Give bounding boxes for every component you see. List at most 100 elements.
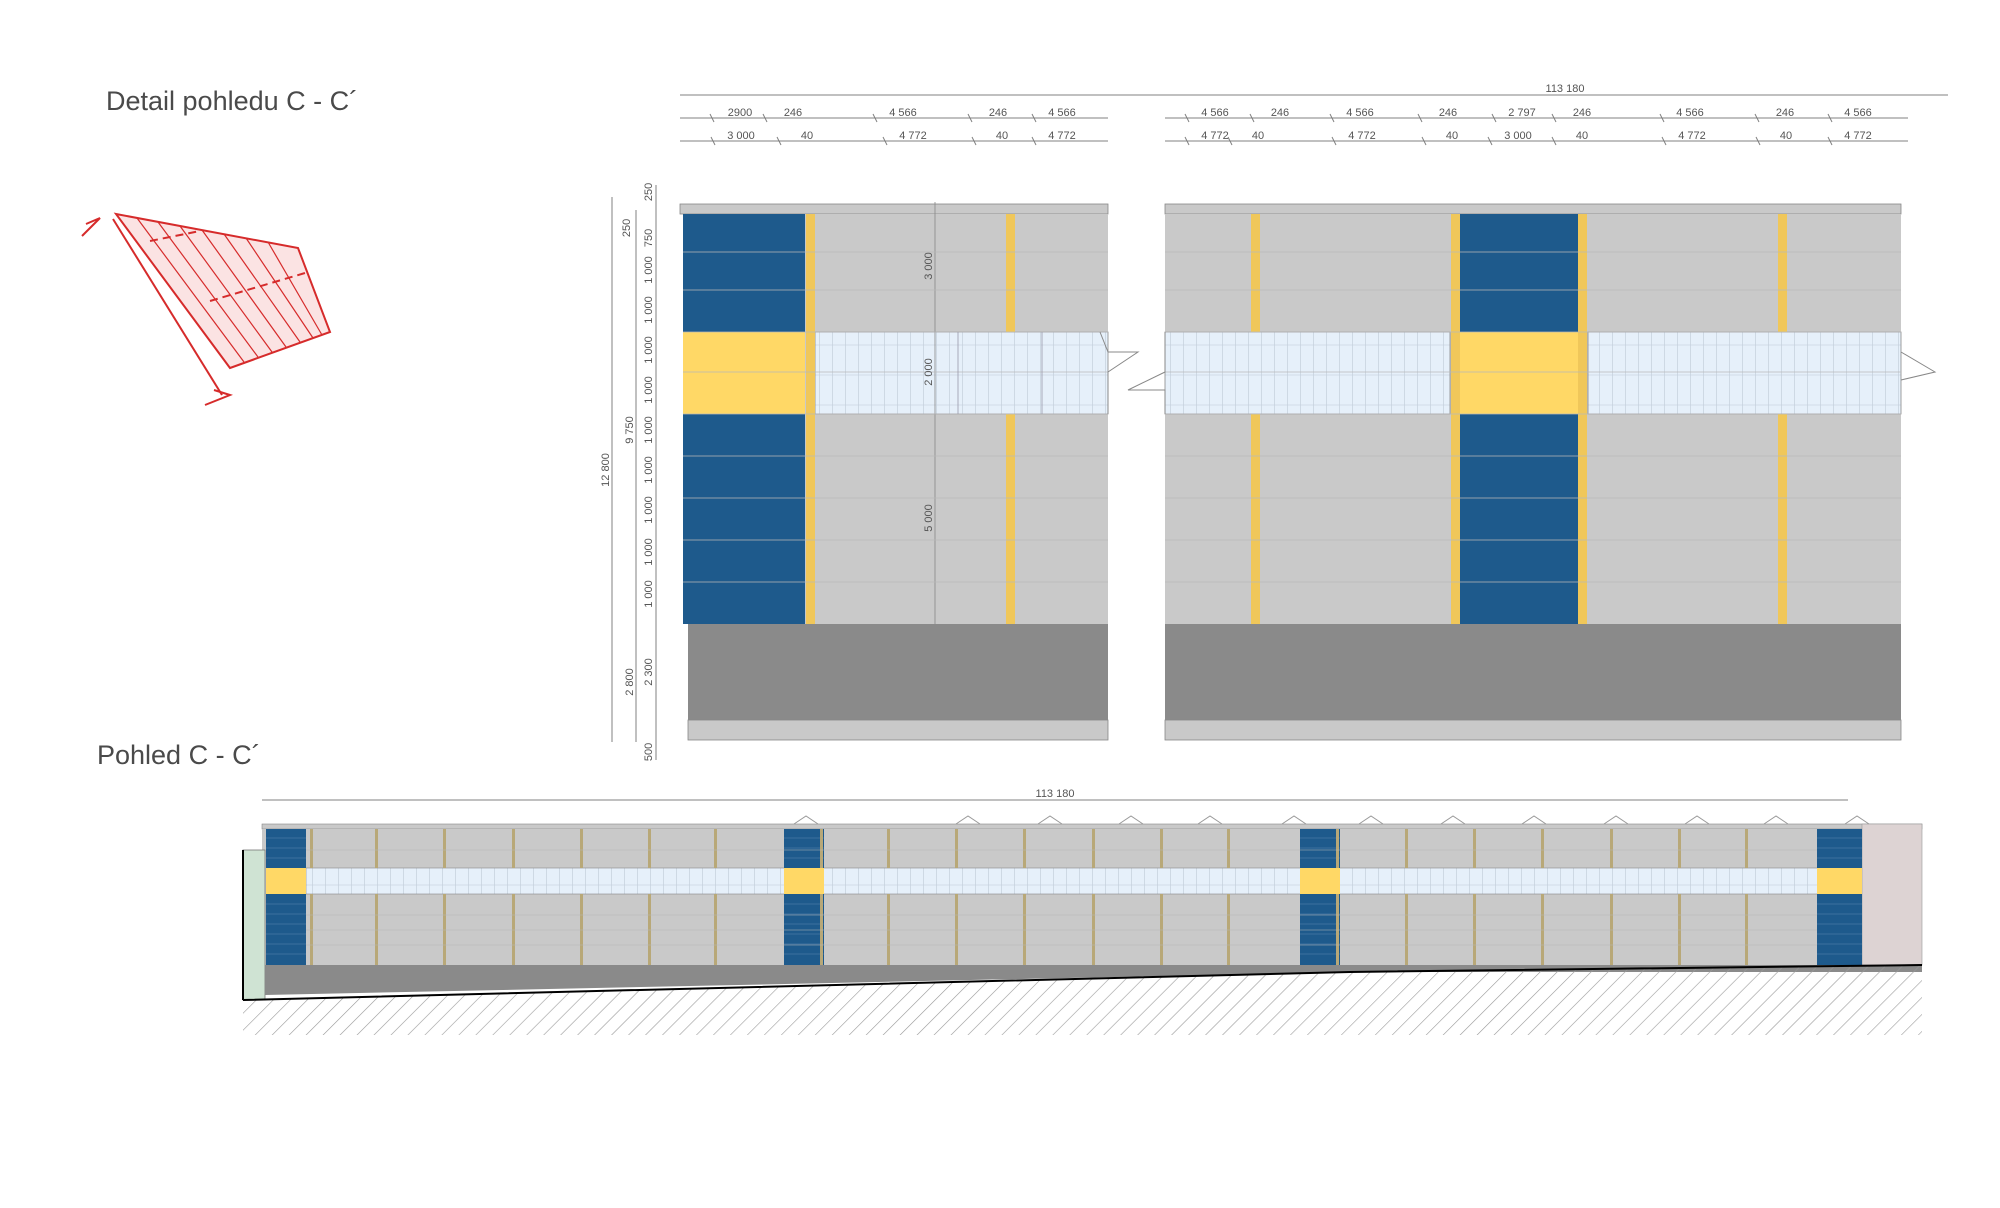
plinth-base <box>1164 719 1902 741</box>
dim-label: 2900 <box>728 107 752 119</box>
skylight <box>1440 815 1466 825</box>
column <box>443 829 446 868</box>
column <box>887 829 890 868</box>
roof-edge <box>1164 203 1902 215</box>
dim-total-height: 12 800 <box>600 453 612 487</box>
dim-label: 3 000 <box>1504 130 1532 142</box>
dim-label: 4 566 <box>1201 107 1229 119</box>
ground-line <box>242 964 1923 1001</box>
key-plan <box>81 212 332 406</box>
column <box>1023 894 1026 965</box>
dim-label: 1 000 <box>643 256 655 284</box>
window-strip <box>1587 331 1902 415</box>
column <box>1092 829 1095 868</box>
dim-label: 4 566 <box>889 107 917 119</box>
dim-label: 250 <box>643 183 655 201</box>
roof-edge <box>261 823 1923 830</box>
dim-label: 4 772 <box>1844 130 1872 142</box>
dim-label: 2 797 <box>1508 107 1536 119</box>
dim-label: 40 <box>801 130 813 142</box>
dim-label: 4 772 <box>1348 130 1376 142</box>
yellow-column <box>1578 214 1587 624</box>
plinth <box>265 965 1922 995</box>
column <box>1745 829 1748 868</box>
dim-label: 1 000 <box>643 538 655 566</box>
column <box>1336 894 1339 965</box>
dim-label: 246 <box>1776 107 1794 119</box>
window-strip <box>305 867 1851 895</box>
column <box>512 894 515 965</box>
dim-inner: 3 000 <box>923 252 935 280</box>
stair-core-blue <box>1300 894 1340 965</box>
key-plan-outline <box>113 212 332 370</box>
detail-left-dims <box>611 185 657 760</box>
column <box>580 894 583 965</box>
yellow-column <box>1778 414 1787 624</box>
dim-label: 4 772 <box>1678 130 1706 142</box>
column <box>714 894 717 965</box>
column <box>1610 894 1613 965</box>
dim-label: 250 <box>621 219 633 237</box>
dim-label: 246 <box>1271 107 1289 119</box>
break-mark <box>1900 351 1937 381</box>
column <box>1405 894 1408 965</box>
dim-label: 1 000 <box>643 336 655 364</box>
dim-upper-height: 9 750 <box>624 416 636 444</box>
column <box>1678 829 1681 868</box>
dim-label: 40 <box>996 130 1008 142</box>
column <box>955 829 958 868</box>
dim-label: 4 566 <box>1048 107 1076 119</box>
yellow-column <box>1778 214 1787 332</box>
column <box>1092 894 1095 965</box>
dim-label: 4 566 <box>1346 107 1374 119</box>
dim-label: 1 000 <box>643 376 655 404</box>
column <box>820 894 823 965</box>
skylight <box>1037 815 1063 825</box>
break-mark <box>1099 331 1140 414</box>
entrance-block <box>242 849 266 1001</box>
dim-label: 246 <box>1573 107 1591 119</box>
cladding-blue <box>683 214 805 332</box>
dim-label: 246 <box>784 107 802 119</box>
stair-core-yellow <box>1817 868 1862 894</box>
break-mark <box>1127 332 1166 414</box>
dim-label: 750 <box>643 229 655 247</box>
skylight <box>793 815 819 825</box>
dim-label: 1 000 <box>643 416 655 444</box>
arrow-icon <box>81 217 101 237</box>
column <box>1678 894 1681 965</box>
dim-label: 4 772 <box>899 130 927 142</box>
detail-top-dims <box>680 94 1948 142</box>
detail-overall-dim: 113 180 <box>1546 83 1585 95</box>
column <box>1023 829 1026 868</box>
dim-label: 4 566 <box>1844 107 1872 119</box>
skylight <box>1844 815 1870 825</box>
dim-label: 40 <box>1576 130 1588 142</box>
stair-core-blue <box>266 829 306 868</box>
column <box>1610 829 1613 868</box>
column <box>375 894 378 965</box>
dim-plinth-height: 2 800 <box>624 668 636 696</box>
elevation-skylights <box>793 815 1870 825</box>
skylight <box>1358 815 1384 825</box>
plinth <box>688 624 1108 720</box>
column <box>648 829 651 868</box>
stair-core-blue <box>784 894 824 965</box>
key-plan-hatch <box>136 217 323 363</box>
skylight <box>1118 815 1144 825</box>
stair-core-blue <box>1817 829 1862 868</box>
stair-core-yellow <box>1300 868 1340 894</box>
yellow-column <box>1251 214 1260 332</box>
column <box>1745 894 1748 965</box>
column <box>310 894 313 965</box>
dim-label: 4 772 <box>1048 130 1076 142</box>
column <box>1473 829 1476 868</box>
yellow-band <box>1460 332 1578 414</box>
dim-label: 40 <box>1446 130 1458 142</box>
dim-label: 40 <box>1252 130 1264 142</box>
column <box>375 829 378 868</box>
detail-facade-left <box>679 202 1109 741</box>
skylight <box>955 815 981 825</box>
dim-label: 4 772 <box>1201 130 1229 142</box>
